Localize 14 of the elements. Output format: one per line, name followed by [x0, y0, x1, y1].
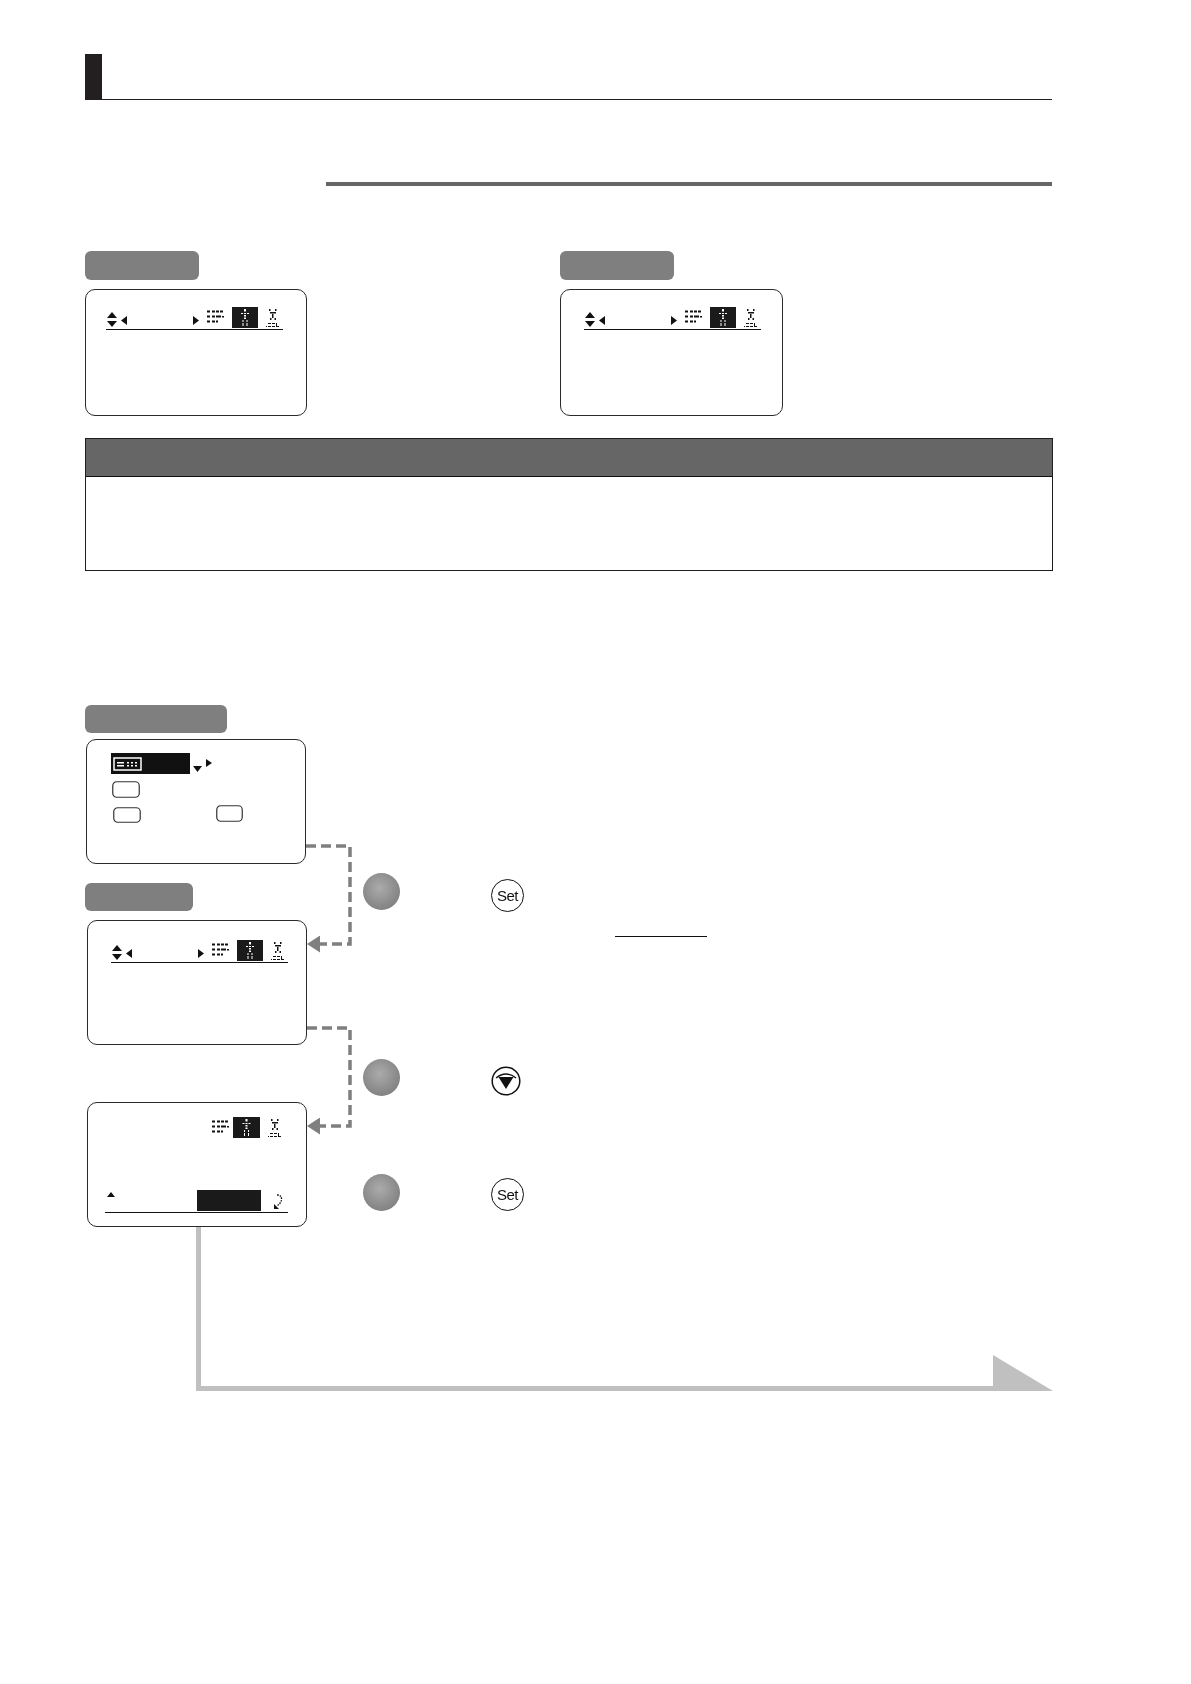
dashed-arrow [306, 844, 352, 953]
title-tab [85, 705, 227, 733]
lcd-screen-panel [85, 289, 307, 416]
title-tab [560, 251, 674, 280]
lcd-screen-panel [87, 920, 307, 1045]
return-path-arrow [196, 1227, 1053, 1391]
dashed-arrow [307, 1026, 352, 1135]
lcd-screen-panel [86, 739, 306, 864]
lcd-screen-panel [560, 289, 783, 416]
title-tab [85, 251, 199, 280]
title-tab [85, 883, 193, 911]
table-header-band [86, 439, 1052, 477]
table-frame [85, 438, 1053, 571]
lcd-screen-panel [87, 1102, 307, 1227]
